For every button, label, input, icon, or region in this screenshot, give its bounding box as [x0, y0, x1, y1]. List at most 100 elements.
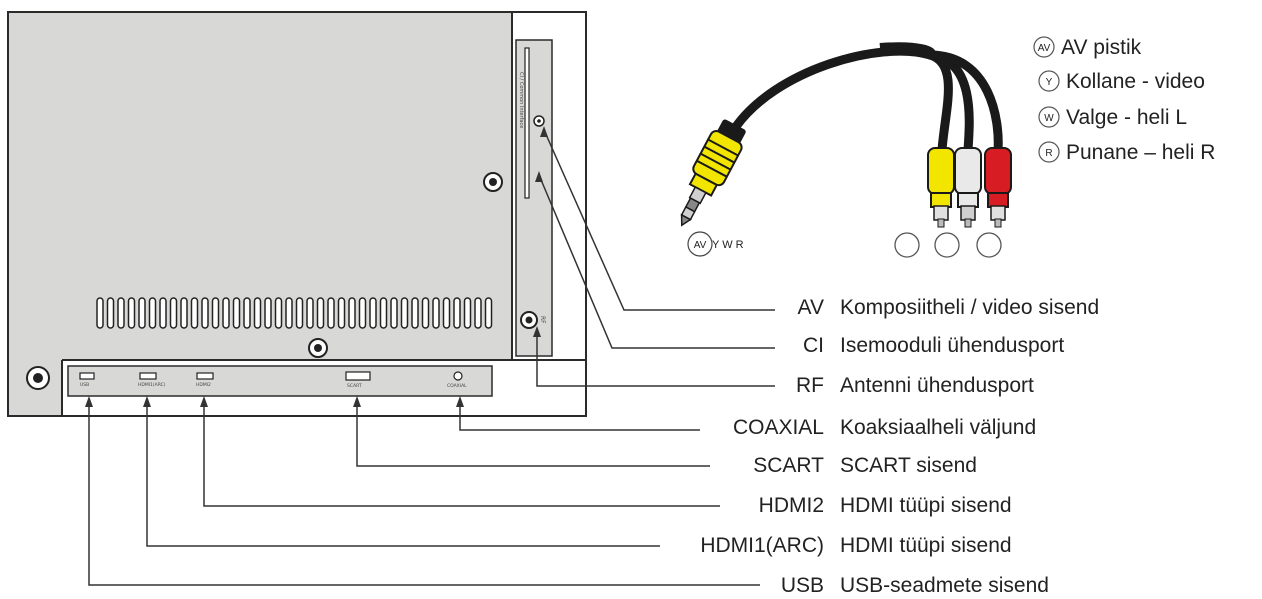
vent-slot — [369, 297, 377, 329]
vent-slot — [138, 297, 146, 329]
vent-slot — [400, 297, 409, 329]
vent-slot — [285, 297, 293, 329]
ventilation-slots — [96, 297, 493, 329]
tv-back-panel: CI / Common Interface RF USB HDMI1(ARC) … — [7, 10, 587, 417]
vent-slot — [390, 297, 398, 329]
hdmi2-port: HDMI2 — [196, 372, 214, 388]
port-desc: Koaksiaalheli väljund — [840, 416, 1036, 439]
port-desc: USB-seadmete sisend — [840, 574, 1049, 597]
rca-white-plug-icon — [954, 147, 982, 228]
vent-slot — [432, 297, 440, 329]
port-desc: HDMI tüüpi sisend — [840, 494, 1012, 517]
port-desc: SCART sisend — [840, 454, 977, 477]
rca-red-plug-icon — [984, 147, 1012, 228]
vent-slot — [474, 297, 482, 329]
legend: AV AV pistik Y Kollane - video W Valge -… — [1033, 36, 1215, 164]
rf-jack-icon — [520, 311, 538, 329]
vent-slot — [190, 297, 199, 329]
vent-slot — [253, 297, 262, 329]
usb-port: USB — [79, 372, 95, 388]
legend-badge-icon — [1038, 141, 1060, 163]
port-desc: Isemooduli ühendusport — [840, 334, 1064, 357]
bottom-port-bar — [67, 365, 493, 397]
empty-circle-icon — [934, 232, 960, 258]
empty-circle-icon — [976, 232, 1002, 258]
vent-slot — [337, 297, 346, 329]
legend-badge: AV — [1038, 43, 1051, 54]
vent-slot — [96, 297, 104, 329]
vent-slot — [411, 297, 419, 329]
screw-icon — [483, 172, 503, 192]
empty-circle-icon — [894, 232, 920, 258]
legend-text: Kollane - video — [1066, 70, 1205, 93]
port-labels: AV Komposiitheli / video sisend CI Isemo… — [700, 296, 1099, 597]
vent-slot — [484, 297, 493, 329]
vent-slot — [222, 297, 230, 329]
rca-yellow-plug-icon — [927, 147, 955, 228]
port-desc: Antenni ühendusport — [840, 374, 1034, 397]
side-port-bar — [515, 39, 553, 357]
screw-icon — [26, 366, 50, 390]
port-code: HDMI1(ARC) — [700, 534, 824, 557]
port-desc: Komposiitheli / video sisend — [840, 296, 1099, 319]
leader-arrowheads — [85, 126, 548, 407]
vent-slot — [106, 297, 115, 329]
svg-text:COAXIAL: COAXIAL — [447, 383, 467, 389]
vent-slot — [232, 297, 241, 329]
hdmi1-port: HDMI1(ARC) — [138, 372, 166, 388]
vent-slot — [159, 297, 167, 329]
port-code: COAXIAL — [733, 416, 824, 439]
rf-panel-label: RF — [539, 316, 546, 324]
av-plug-icon — [680, 119, 746, 227]
vent-slot — [117, 297, 125, 329]
vent-slot — [201, 297, 209, 329]
port-code: HDMI2 — [759, 494, 824, 517]
vent-slot — [327, 297, 335, 329]
svg-text:USB: USB — [80, 382, 89, 388]
port-code: AV — [798, 296, 824, 319]
vent-slot — [379, 297, 388, 329]
av-badge-icon — [687, 231, 713, 257]
vent-slot — [358, 297, 367, 329]
vent-slot — [148, 297, 157, 329]
vent-slot — [264, 297, 272, 329]
port-code: SCART — [753, 454, 824, 477]
plug-caption-letters: Y W R — [712, 239, 744, 251]
vent-slot — [127, 297, 136, 329]
legend-badge-icon — [1038, 70, 1060, 92]
legend-badge-icon — [1033, 36, 1055, 58]
legend-text: Punane – heli R — [1066, 141, 1215, 164]
port-code: RF — [796, 374, 824, 397]
legend-badge-icon — [1038, 106, 1060, 128]
legend-text: Valge - heli L — [1066, 106, 1187, 129]
port-code: CI — [803, 334, 824, 357]
svg-text:SCART: SCART — [347, 383, 362, 389]
legend-badge: R — [1045, 148, 1052, 159]
vent-slot — [421, 297, 430, 329]
vent-slot — [295, 297, 304, 329]
vent-slot — [211, 297, 220, 329]
vent-slot — [442, 297, 451, 329]
scart-port: SCART — [345, 371, 371, 389]
port-code: USB — [781, 574, 824, 597]
vent-slot — [180, 297, 188, 329]
svg-text:HDMI1(ARC): HDMI1(ARC) — [138, 382, 166, 388]
av-cable-illustration: AV Y W R — [680, 42, 1012, 258]
legend-badge: W — [1044, 113, 1054, 124]
vent-slot — [243, 297, 251, 329]
vent-slot — [169, 297, 178, 329]
plug-caption-badge: AV — [694, 240, 707, 251]
vent-slot — [453, 297, 461, 329]
vent-slot — [463, 297, 472, 329]
screw-icon — [308, 338, 328, 358]
vent-slot — [274, 297, 283, 329]
port-desc: HDMI tüüpi sisend — [840, 534, 1012, 557]
svg-text:HDMI2: HDMI2 — [196, 382, 211, 388]
coaxial-port: COAXIAL — [447, 371, 467, 389]
av-jack-icon — [533, 115, 545, 127]
vent-slot — [316, 297, 325, 329]
legend-text: AV pistik — [1061, 36, 1142, 59]
vent-slot — [348, 297, 356, 329]
legend-badge: Y — [1046, 77, 1053, 88]
